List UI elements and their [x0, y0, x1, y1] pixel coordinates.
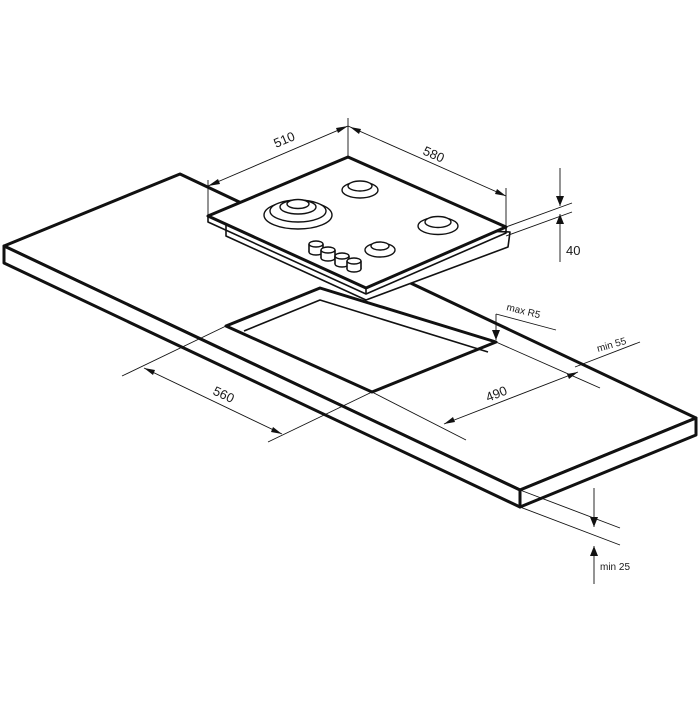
hob-width-label: 580 [421, 143, 447, 166]
min-back-clearance-label: min 55 [596, 336, 628, 355]
cutout-inner-edge [243, 299, 489, 353]
right-burner [417, 215, 459, 236]
arrowhead [444, 417, 455, 424]
arrowhead [495, 189, 506, 196]
arrowhead [492, 330, 500, 340]
front-burner [364, 241, 396, 258]
arrowhead [144, 368, 155, 375]
arrowhead [590, 517, 598, 527]
hob-depth-label: 510 [271, 128, 297, 150]
dimension-lines [121, 118, 641, 584]
worktop-side-face [518, 416, 698, 509]
arrowhead [336, 126, 348, 133]
hob-height-label: 40 [566, 243, 580, 258]
arrowhead [556, 196, 564, 206]
rear-burner [341, 180, 379, 199]
arrowhead [590, 546, 598, 556]
control-knobs [308, 240, 362, 273]
control-knob [346, 257, 362, 273]
min-worktop-thickness-label: min 25 [600, 562, 630, 573]
arrowhead [208, 179, 220, 186]
arrowhead [350, 127, 361, 134]
large-wok-burner [263, 198, 333, 230]
cutout-width-label: 560 [211, 383, 237, 406]
control-knob [320, 246, 336, 262]
arrowhead [556, 214, 564, 224]
control-knob [308, 240, 324, 256]
max-radius-label: max R5 [505, 302, 542, 321]
arrowhead [271, 427, 282, 434]
arrowhead [567, 372, 578, 379]
